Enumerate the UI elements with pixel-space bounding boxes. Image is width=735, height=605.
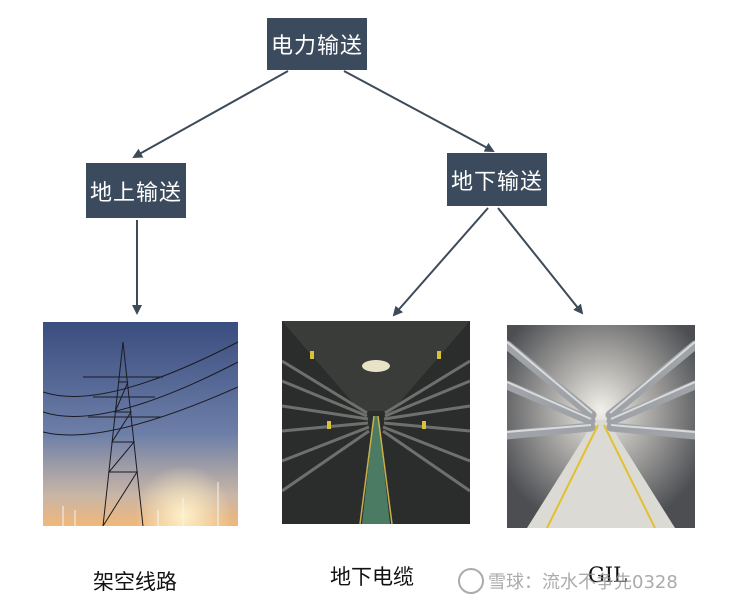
arrow-under-to-gil — [497, 207, 584, 315]
caption-gil: GIL — [588, 563, 628, 587]
node-above-ground: 地上输送 — [86, 163, 186, 218]
node-power-transmission: 电力输送 — [267, 18, 367, 70]
caption-overhead-line: 架空线路 — [93, 570, 177, 594]
overhead-line-photo — [43, 322, 238, 526]
watermark-text: 雪球：流水不争先0328 — [488, 572, 678, 593]
gil-tunnel-photo — [507, 325, 695, 528]
arrow-root-to-under — [343, 70, 495, 152]
caption-underground-cable: 地下电缆 — [330, 565, 414, 589]
watermark: 雪球：流水不争先0328 — [458, 568, 678, 594]
node-underground: 地下输送 — [447, 153, 547, 206]
snowball-logo-icon — [458, 568, 484, 594]
arrow-root-to-above — [132, 70, 289, 158]
arrow-under-to-cable — [392, 207, 489, 317]
underground-cable-photo — [282, 321, 470, 524]
